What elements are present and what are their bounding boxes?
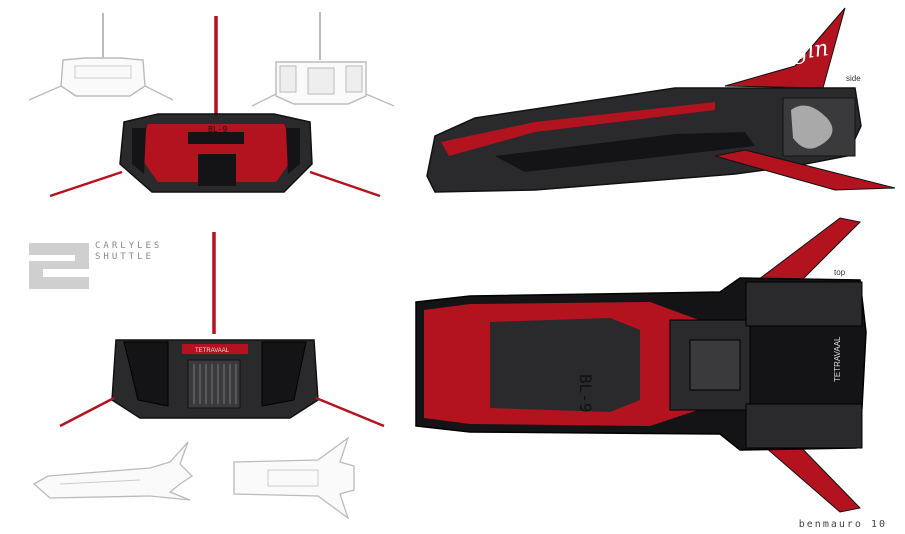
top-view-label: top: [834, 268, 846, 277]
title-line-1: CARLYLES: [95, 241, 163, 251]
top-code-text: BL-9: [576, 374, 595, 413]
side-view-label: side: [846, 74, 861, 83]
rear-brand-text: TETRAVAAL: [195, 348, 230, 354]
title-number-graphic: [29, 243, 89, 289]
front-code-text: BL-9: [208, 125, 227, 134]
artist-signature: benmauro 10: [798, 519, 887, 530]
top-view: BL-9 TETRAVAAL: [410, 212, 880, 517]
sketch-rear-small: [248, 8, 398, 108]
title-line-2: SHUTTLE: [95, 252, 154, 262]
front-view: BL-9: [48, 14, 388, 204]
title-block: CARLYLES SHUTTLE: [27, 241, 187, 293]
rear-view: TETRAVAAL: [58, 230, 388, 430]
sketch-top-small: [228, 432, 363, 522]
sketch-front-small: [25, 8, 175, 103]
side-view: Virgin: [415, 6, 900, 196]
top-brand-text: TETRAVAAL: [833, 336, 842, 382]
sketch-side-small: [30, 432, 195, 507]
